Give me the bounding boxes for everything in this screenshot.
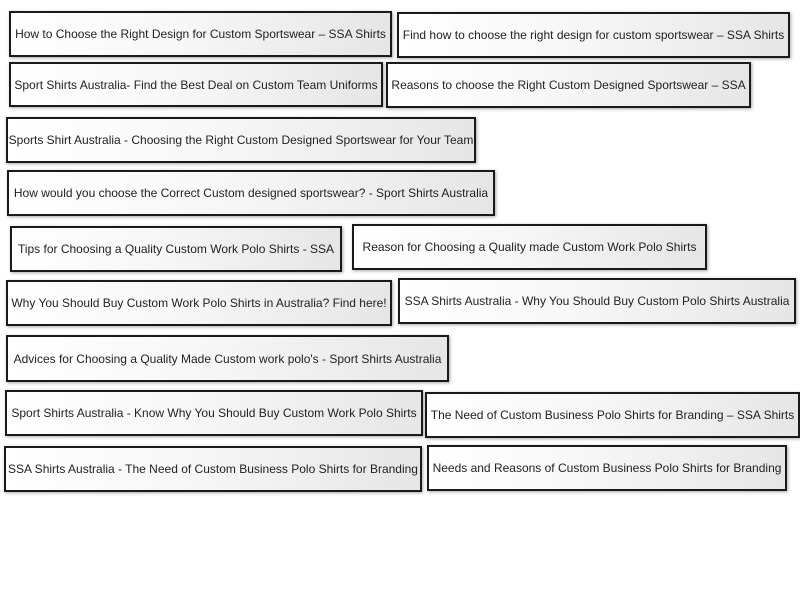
link-button-why-buy-work-polo[interactable]: Why You Should Buy Custom Work Polo Shir…: [6, 280, 392, 326]
link-label[interactable]: The Need of Custom Business Polo Shirts …: [430, 408, 795, 422]
link-label[interactable]: Reasons to choose the Right Custom Desig…: [391, 78, 746, 92]
link-label[interactable]: Find how to choose the right design for …: [402, 28, 785, 42]
link-button-reason-work-polo[interactable]: Reason for Choosing a Quality made Custo…: [352, 224, 707, 270]
link-label[interactable]: SSA Shirts Australia - Why You Should Bu…: [404, 294, 790, 308]
link-label[interactable]: Sport Shirts Australia - Know Why You Sh…: [11, 406, 417, 420]
link-button-needs-reasons-business-polo[interactable]: Needs and Reasons of Custom Business Pol…: [427, 445, 787, 491]
link-label[interactable]: Why You Should Buy Custom Work Polo Shir…: [11, 296, 387, 310]
link-button-need-business-polo[interactable]: The Need of Custom Business Polo Shirts …: [425, 392, 800, 438]
link-button-find-how-to-choose-design[interactable]: Find how to choose the right design for …: [397, 12, 790, 58]
link-label[interactable]: Reason for Choosing a Quality made Custo…: [362, 240, 697, 254]
link-button-reasons-right-sportswear[interactable]: Reasons to choose the Right Custom Desig…: [386, 62, 751, 108]
link-button-choosing-sportswear-team[interactable]: Sports Shirt Australia - Choosing the Ri…: [6, 117, 476, 163]
link-label[interactable]: Sport Shirts Australia- Find the Best De…: [14, 77, 378, 92]
link-label[interactable]: SSA Shirts Australia - The Need of Custo…: [8, 462, 418, 476]
link-button-how-choose-correct-sportswear[interactable]: How would you choose the Correct Custom …: [7, 170, 495, 216]
link-label[interactable]: How to Choose the Right Design for Custo…: [15, 27, 386, 41]
link-button-ssa-why-buy-polo[interactable]: SSA Shirts Australia - Why You Should Bu…: [398, 278, 796, 324]
link-button-ssa-need-business-polo[interactable]: SSA Shirts Australia - The Need of Custo…: [4, 446, 422, 492]
link-label[interactable]: Tips for Choosing a Quality Custom Work …: [17, 242, 335, 256]
link-button-know-why-buy-polo[interactable]: Sport Shirts Australia - Know Why You Sh…: [5, 390, 423, 436]
link-label[interactable]: Needs and Reasons of Custom Business Pol…: [432, 461, 782, 475]
link-button-tips-work-polo[interactable]: Tips for Choosing a Quality Custom Work …: [10, 226, 342, 272]
link-button-choose-right-design[interactable]: How to Choose the Right Design for Custo…: [9, 11, 392, 57]
link-label[interactable]: How would you choose the Correct Custom …: [13, 186, 489, 200]
link-button-best-deal-team-uniforms[interactable]: Sport Shirts Australia- Find the Best De…: [9, 62, 383, 107]
link-label[interactable]: Sports Shirt Australia - Choosing the Ri…: [8, 133, 474, 147]
link-label[interactable]: Advices for Choosing a Quality Made Cust…: [13, 351, 442, 366]
link-button-advices-work-polo[interactable]: Advices for Choosing a Quality Made Cust…: [6, 335, 449, 382]
